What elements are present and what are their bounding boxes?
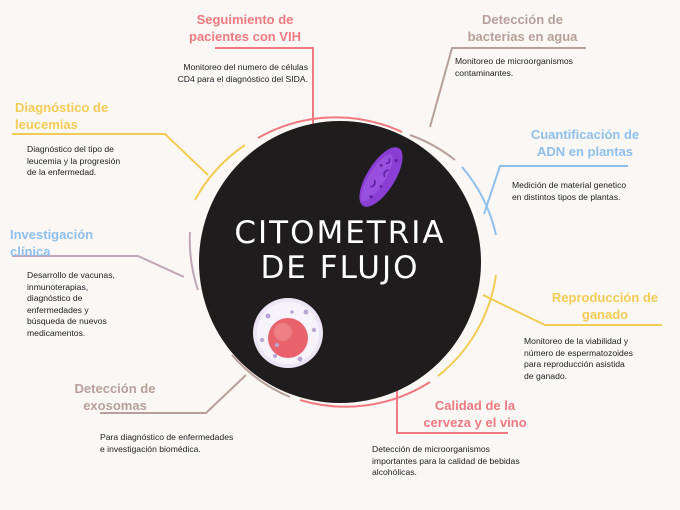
desc-line: alcohólicas. bbox=[372, 467, 417, 477]
leader-ganado bbox=[482, 294, 662, 326]
desc-investigacion: Desarrollo de vacunas, inmunoterapias, d… bbox=[27, 270, 157, 339]
center-title: CITOMETRIA DE FLUJO bbox=[210, 216, 470, 286]
ring-arc-blue-right bbox=[461, 166, 497, 236]
desc-line: Monitoreo de microorganismos bbox=[455, 56, 573, 66]
desc-exosomas: Para diagnóstico de enfermedades e inves… bbox=[100, 432, 280, 455]
desc-line: Medición de material genetico bbox=[512, 180, 627, 190]
title-line: Reproducción de bbox=[551, 290, 659, 305]
title-line: clínica bbox=[10, 244, 51, 259]
title-line: pacientes con VIH bbox=[189, 29, 301, 44]
desc-line: importantes para la calidad de bebidas bbox=[372, 455, 520, 466]
desc-vih: Monitoreo del numero de células CD4 para… bbox=[128, 62, 308, 85]
title-bacterias: Detección de bacterias en agua bbox=[440, 11, 605, 45]
title-adn: Cuantificación de ADN en plantas bbox=[510, 126, 660, 160]
leader-vih bbox=[215, 47, 314, 128]
desc-adn: Medición de material genetico en distint… bbox=[512, 180, 677, 203]
center-title-line2: DE FLUJO bbox=[260, 250, 420, 286]
desc-line: para reproducción asistida bbox=[524, 359, 625, 369]
desc-line: en distintos tipos de plantas. bbox=[512, 191, 621, 202]
leader-leucemias bbox=[12, 133, 209, 176]
desc-ganado: Monitoreo de la viabilidad y número de e… bbox=[524, 336, 674, 382]
desc-line: CD4 para el diagnóstico del SIDA. bbox=[177, 73, 308, 84]
title-line: Detección de bbox=[482, 12, 563, 27]
ring-arc-yellow-left bbox=[194, 144, 246, 201]
desc-cerveza: Detección de microorganismos importantes… bbox=[372, 444, 572, 479]
title-line: bacterias en agua bbox=[467, 29, 578, 44]
title-line: ADN en plantas bbox=[536, 144, 634, 159]
title-line: leucemias bbox=[15, 117, 78, 132]
desc-line: inmunoterapias, bbox=[27, 281, 89, 292]
desc-line: de la enfermedad. bbox=[27, 167, 97, 177]
desc-line: Desarrollo de vacunas, bbox=[27, 270, 115, 280]
ring-arc-tan-bottom bbox=[231, 354, 291, 398]
desc-line: Monitoreo del numero de células bbox=[183, 62, 308, 72]
desc-line: de ganado. bbox=[524, 370, 568, 381]
leader-investigacion bbox=[12, 255, 185, 278]
title-cerveza: Calidad de la cerveza y el vino bbox=[405, 397, 545, 431]
title-line: Seguimiento de bbox=[196, 12, 294, 27]
title-line: Diagnóstico de bbox=[15, 100, 109, 115]
leader-bacterias bbox=[429, 47, 586, 128]
desc-line: enfermedades y bbox=[27, 304, 89, 315]
leader-exosomas bbox=[100, 374, 247, 414]
ring-arc-yellow-right bbox=[437, 274, 497, 377]
center-title-line1: CITOMETRIA bbox=[234, 215, 446, 251]
desc-line: Monitoreo de la viabilidad y bbox=[524, 336, 629, 346]
title-line: Calidad de la bbox=[434, 398, 516, 413]
title-line: Cuantificación de bbox=[530, 127, 640, 142]
title-exosomas: Detección de exosomas bbox=[60, 380, 170, 414]
desc-line: número de espermatozoides bbox=[524, 347, 633, 358]
title-ganado: Reproducción de ganado bbox=[540, 289, 670, 323]
title-investigacion: Investigación clínica bbox=[10, 226, 130, 260]
desc-line: Diagnóstico del tipo de bbox=[27, 144, 114, 154]
ring-arc-tan-top bbox=[409, 134, 456, 161]
leader-adn bbox=[483, 165, 628, 215]
ring-arc-mauve-left bbox=[188, 231, 199, 291]
ring-arc-pink-bottom bbox=[299, 381, 431, 408]
title-line: Detección de bbox=[74, 381, 156, 396]
desc-leucemias: Diagnóstico del tipo de leucemia y la pr… bbox=[27, 144, 167, 179]
bacterium-icon bbox=[359, 147, 403, 207]
desc-line: Para diagnóstico de enfermedades bbox=[100, 432, 234, 442]
desc-line: diagnóstico de bbox=[27, 293, 83, 303]
desc-line: e investigación biomédica. bbox=[100, 443, 201, 454]
title-line: ganado bbox=[581, 307, 629, 322]
desc-line: leucemia y la progresión bbox=[27, 155, 121, 166]
title-line: exosomas bbox=[83, 398, 147, 413]
title-line: Investigación bbox=[10, 227, 94, 242]
desc-line: búsqueda de nuevos bbox=[27, 316, 107, 326]
leader-cerveza bbox=[396, 390, 508, 434]
white-blood-cell-icon bbox=[253, 298, 323, 368]
ring-arc-pink-top bbox=[257, 116, 403, 139]
title-leucemias: Diagnóstico de leucemias bbox=[15, 99, 145, 133]
desc-line: contaminantes. bbox=[455, 67, 514, 78]
title-vih: Seguimiento de pacientes con VIH bbox=[170, 11, 320, 45]
desc-bacterias: Monitoreo de microorganismos contaminant… bbox=[455, 56, 635, 79]
title-line: cerveza y el vino bbox=[423, 415, 527, 430]
desc-line: medicamentos. bbox=[27, 327, 86, 338]
desc-line: Detección de microorganismos bbox=[372, 444, 490, 454]
